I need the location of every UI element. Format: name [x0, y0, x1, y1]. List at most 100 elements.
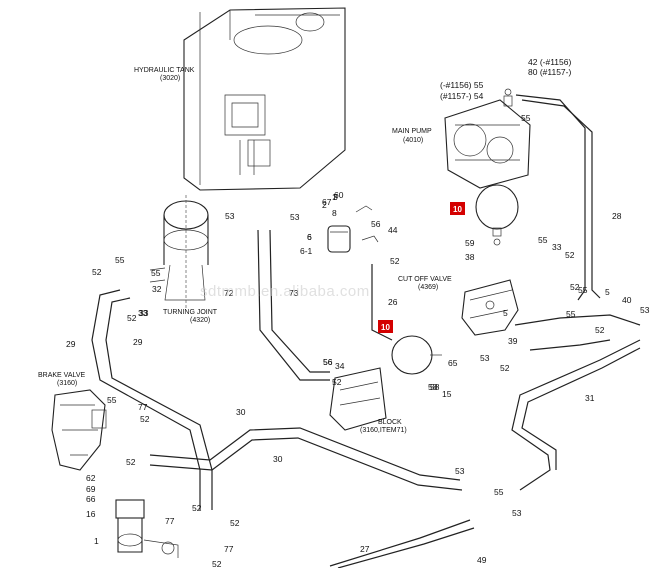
serial-notes: 42 (-#1156) 80 (#1157-) (-#1156) 55 (#11…: [440, 57, 571, 101]
hose-lines: [91, 94, 641, 568]
part-number: 29: [133, 337, 143, 347]
part-number: 31: [585, 393, 595, 403]
part-number: 53: [512, 508, 522, 518]
part-number: 55: [115, 255, 125, 265]
part-number: 29: [66, 339, 76, 349]
part-number: 28: [612, 211, 622, 221]
turning-joint-drawing: [163, 195, 209, 310]
part-number: 6: [307, 232, 312, 242]
part-number: 55: [107, 395, 117, 405]
part-number: 52: [140, 414, 150, 424]
part-number: 39: [508, 336, 518, 346]
part-number: 56: [323, 357, 333, 367]
part-number: 52: [230, 518, 240, 528]
part-number: 16: [86, 509, 96, 519]
serial-note-upper-right-2: 80 (#1157-): [528, 67, 571, 77]
cut-off-valve-code: (4369): [418, 284, 438, 291]
part-number: 52: [570, 282, 580, 292]
component-labels: HYDRAULIC TANK (3020) MAIN PUMP (4010) T…: [38, 67, 452, 434]
block-label: BLOCK: [378, 419, 402, 426]
part-number: 73: [289, 288, 299, 298]
highlight-parts: 10 10: [378, 202, 465, 333]
highlight-box-10-lower: [378, 320, 393, 333]
brake-valve-label: BRAKE VALVE: [38, 372, 86, 379]
part-number: 52: [595, 325, 605, 335]
part-number: 5: [605, 287, 610, 297]
part-number: 27: [360, 544, 370, 554]
part-number: 62: [86, 473, 96, 483]
part-number: 52: [565, 250, 575, 260]
part-number: 26: [388, 297, 398, 307]
part-number: 53: [455, 466, 465, 476]
serial-note-upper-right-1: 42 (-#1156): [528, 57, 571, 67]
part-number: 52: [127, 313, 137, 323]
part-number: 67: [322, 197, 332, 207]
part-number: 69: [86, 484, 96, 494]
part-number: 55: [151, 268, 161, 278]
part-number: 77: [224, 544, 234, 554]
part-number: 52: [192, 503, 202, 513]
highlight-label-10-upper: 10: [453, 205, 462, 214]
part-number: 33: [139, 308, 149, 318]
part-number: 53: [225, 211, 235, 221]
part-number: 77: [165, 516, 175, 526]
serial-note-upper-left-2: (#1157-) 54: [440, 91, 484, 101]
part-number: 1: [94, 536, 99, 546]
part-number: 30: [273, 454, 283, 464]
part-number: 72: [224, 288, 234, 298]
part-number: 52: [126, 457, 136, 467]
part-number: 30: [236, 407, 246, 417]
brake-valve-drawing: [51, 389, 107, 471]
hydraulic-tank-drawing: [183, 7, 346, 191]
part-number: 6-1: [300, 246, 313, 256]
part-number: 52: [390, 256, 400, 266]
part-number: 52: [500, 363, 510, 373]
highlight-label-10-lower: 10: [381, 323, 390, 332]
part-number: 32: [152, 284, 162, 294]
part-number: 44: [388, 225, 398, 235]
part-number: 65: [448, 358, 458, 368]
part-number-callouts: 55 53 53 72 73 1 2 8 3 60 67 56 44 6 6-1…: [66, 113, 650, 568]
part-number: 52: [212, 559, 222, 568]
part-number: 55: [578, 285, 588, 295]
highlight-box-10-upper: [450, 202, 465, 215]
turning-joint-label: TURNING JOINT: [163, 309, 218, 316]
block-drawing: [329, 367, 387, 431]
part-number: 38: [465, 252, 475, 262]
part-number: 59: [465, 238, 475, 248]
part-number: 3: [333, 192, 338, 202]
part-number: 2: [322, 200, 327, 210]
part-number: 49: [477, 555, 487, 565]
part-number: 40: [622, 295, 632, 305]
part-number: 52: [332, 377, 342, 387]
part-number: 33: [552, 242, 562, 252]
accumulator-upper-drawing: [475, 184, 519, 246]
part-number: 60: [334, 190, 344, 200]
part-number: 6: [307, 232, 312, 242]
main-pump-code: (4010): [403, 137, 423, 144]
part-number: 55: [566, 309, 576, 319]
part-number: 53: [290, 212, 300, 222]
part-number: 52: [92, 267, 102, 277]
part-number: 56: [323, 357, 333, 367]
accumulator-lower-drawing: [391, 335, 442, 375]
part-number: 58: [430, 382, 440, 392]
part-number: 55: [494, 487, 504, 497]
part-number: 58: [428, 382, 438, 392]
part-number: 56: [371, 219, 381, 229]
turning-joint-code: (4320): [190, 317, 210, 324]
hydraulic-tank-code: (3020): [160, 75, 180, 82]
part-number: 55: [521, 113, 531, 123]
brake-valve-code: (3160): [57, 380, 77, 387]
part-number: 66: [86, 494, 96, 504]
part-number: 53: [480, 353, 490, 363]
part-number: 77: [138, 402, 148, 412]
main-pump-drawing: [444, 88, 531, 189]
swivel-unit-drawing: [115, 499, 179, 558]
block-code: (3160,ITEM71): [360, 427, 407, 434]
watermark-text: sdtmmb.en.alibaba.com: [200, 283, 370, 300]
part-number: 53: [640, 305, 650, 315]
filter-drawing: [327, 205, 379, 253]
cut-off-valve-drawing: [461, 279, 519, 336]
